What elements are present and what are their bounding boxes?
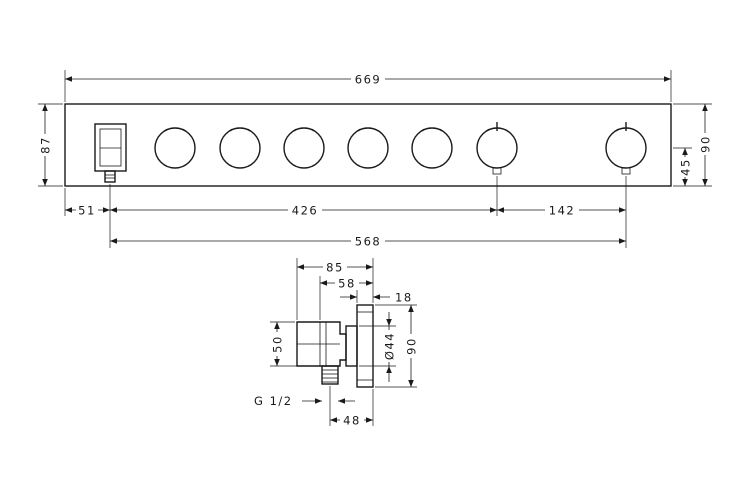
dim-plate-18: 18 [395,291,413,305]
hose-connector [94,123,127,183]
button-2 [219,127,261,169]
thermostat-knob [605,122,647,175]
thread-connector [321,365,339,385]
button-1 [154,127,196,169]
side-hose-connector [296,321,347,367]
dim-overall-width: 669 [355,73,381,87]
side-valve-body [345,325,358,367]
dim-depth-85: 85 [326,261,344,275]
dim-right-span: 142 [549,204,575,218]
button-5 [411,127,453,169]
dim-height: 87 [39,136,53,154]
volume-knob [476,122,518,175]
dim-valve-center-height: 45 [679,158,693,176]
dim-height-90: 90 [405,337,419,355]
dim-left-offset: 51 [78,204,96,218]
thread-label: G 1/2 [254,394,293,408]
button-4 [347,127,389,169]
front-view: 669 87 90 45 51 426 142 5 [38,70,713,249]
dim-height-right: 90 [699,135,713,153]
side-faceplate [356,304,374,388]
dim-span: 426 [292,204,318,218]
dim-total-span: 568 [355,235,381,249]
side-view: 85 58 18 50 Ø44 90 G 1/2 [254,258,419,428]
dim-height-50: 50 [271,335,285,353]
faceplate-outline [64,103,672,187]
dim-offset-48: 48 [343,414,361,428]
dim-diameter-44: Ø44 [383,332,397,360]
button-3 [283,127,325,169]
dim-depth-58: 58 [338,277,356,291]
